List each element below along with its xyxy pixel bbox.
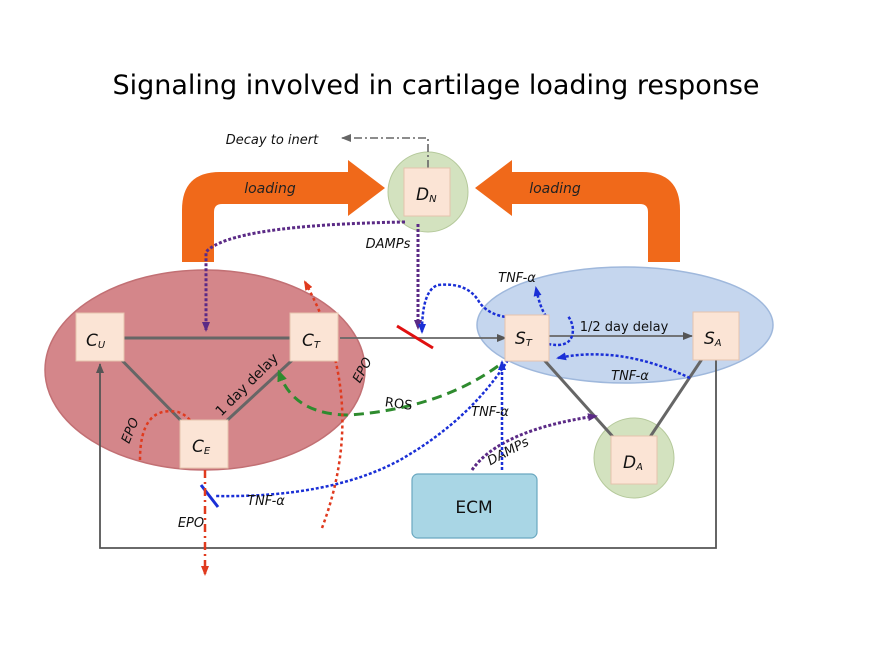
tnf-label-top: TNF-α xyxy=(498,271,536,286)
svg-text:CT: CT xyxy=(302,331,321,351)
epo-inhibition-bar xyxy=(199,484,220,508)
ecm-box: ECM xyxy=(411,473,538,539)
ecm-label: ECM xyxy=(455,498,492,518)
ecm-damps-arrow xyxy=(470,413,598,471)
half-day-delay-label: 1/2 day delay xyxy=(580,320,669,335)
svg-text:ST: ST xyxy=(515,329,533,349)
tnf-to-epo-inhibit xyxy=(214,359,510,498)
loading-arrow-left xyxy=(182,160,385,262)
epo-label-bottom: EPO xyxy=(178,516,204,531)
tnf-loop-arrow xyxy=(418,283,521,334)
tnf-sa-to-st-arrow xyxy=(556,352,691,380)
tnf-label-bottom: TNF-α xyxy=(247,494,285,509)
node-st: ST xyxy=(504,314,550,362)
svg-text:CE: CE xyxy=(192,437,211,457)
diagram-title: Signaling involved in cartilage loading … xyxy=(112,70,759,101)
node-cu: CU xyxy=(75,312,125,362)
ros-arrow xyxy=(277,364,499,417)
svg-text:DN: DN xyxy=(416,185,437,205)
loading-arrow-right xyxy=(475,160,680,262)
ct-st-inhibition-bar xyxy=(396,324,434,350)
epo-arrow-right xyxy=(303,280,344,529)
node-ce: CE xyxy=(179,419,229,469)
tnf-label-right: TNF-α xyxy=(611,369,649,384)
svg-text:CU: CU xyxy=(86,331,106,351)
svg-text:SA: SA xyxy=(704,329,722,349)
tnf-curl-arrow xyxy=(547,315,575,347)
node-sa: SA xyxy=(692,311,740,361)
node-da: DA xyxy=(610,435,658,485)
node-dn: DN xyxy=(403,167,451,217)
decay-label: Decay to inert xyxy=(226,133,319,148)
damps-label-top: DAMPs xyxy=(366,237,411,252)
loading-label-right: loading xyxy=(529,181,581,197)
decay-arrow xyxy=(341,134,429,168)
svg-text:DA: DA xyxy=(623,453,643,473)
ros-label: ROS xyxy=(384,395,413,414)
tnf-label-mid: TNF-α xyxy=(471,405,509,420)
sa-cu-feedback-arrow xyxy=(96,360,717,549)
node-ct: CT xyxy=(289,312,339,362)
loading-label-left: loading xyxy=(244,181,296,197)
